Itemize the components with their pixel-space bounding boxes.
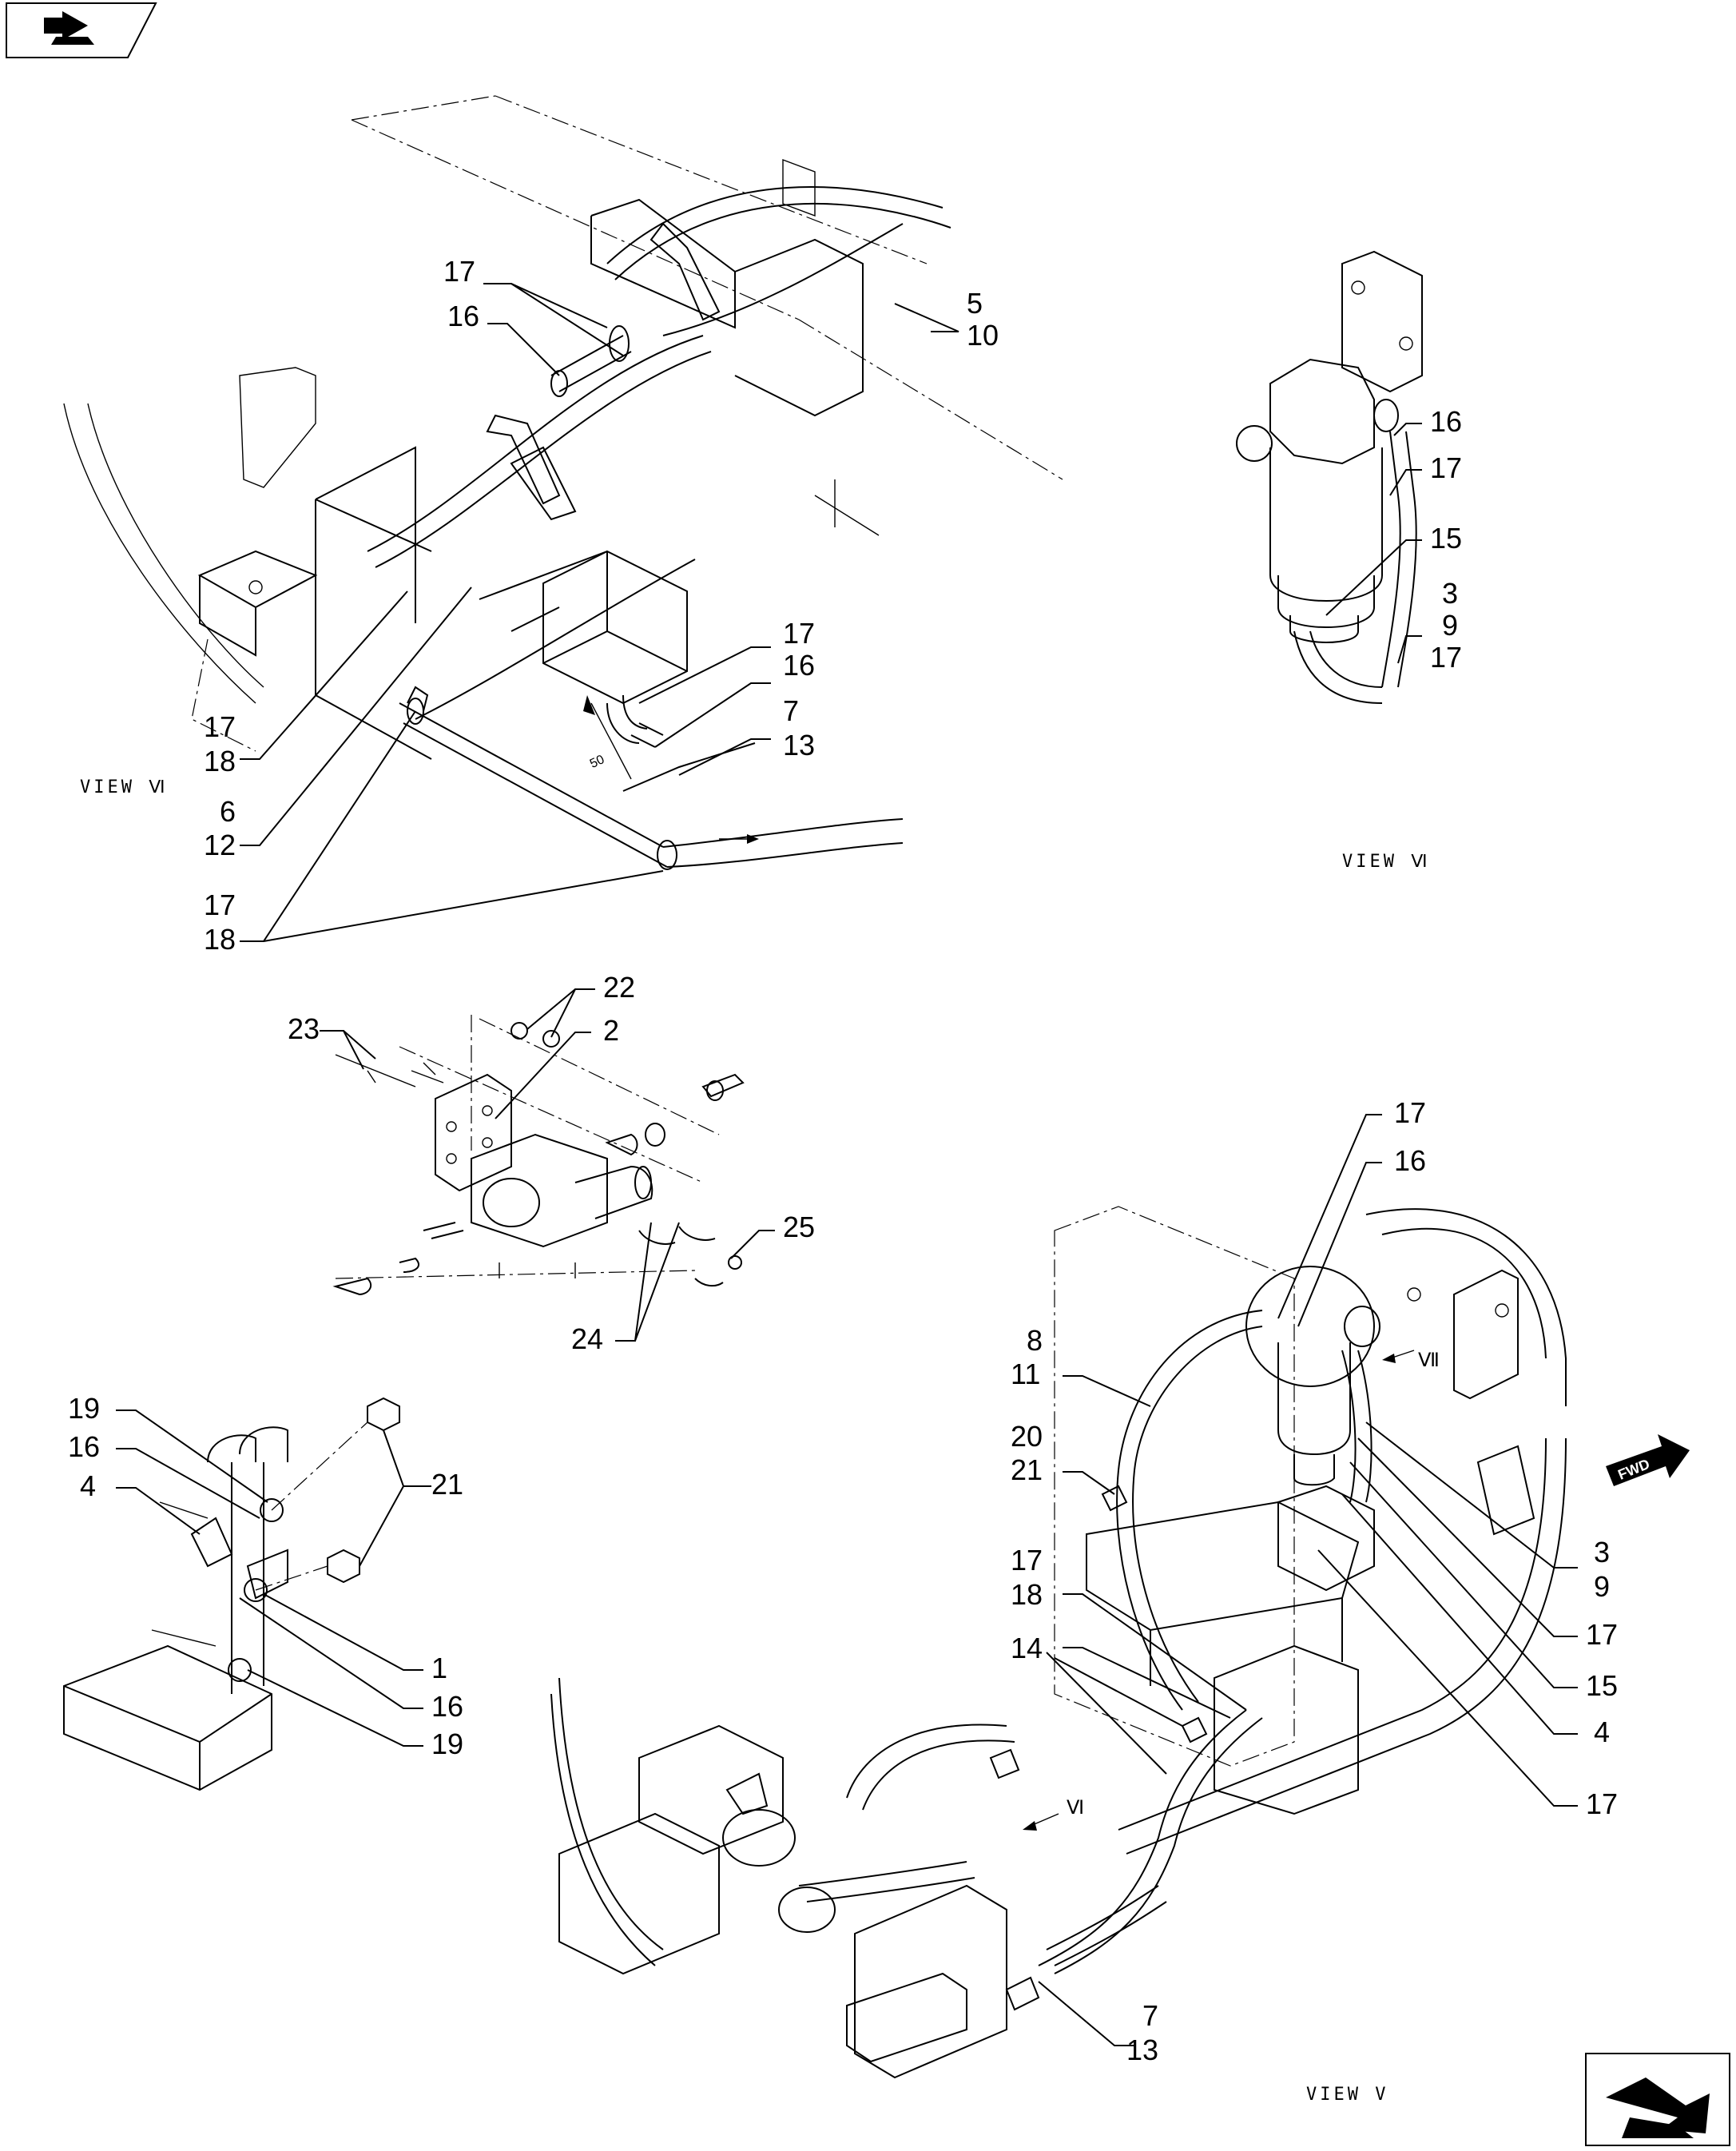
view-bottom-right-drawing: Ⅶ Ⅵ [550,1206,1567,2079]
callout: 18 [1011,1578,1043,1611]
callout: 9 [1594,1570,1610,1603]
view-top-right-drawing [1236,250,1423,704]
dimension-label: 50 [588,753,606,771]
previous-page-arrow-icon[interactable] [6,2,157,58]
callouts-top-left: 17 16 5 10 17 16 7 13 17 18 6 12 17 18 [204,255,999,956]
callout: 19 [68,1392,100,1425]
view-middle-exploded-drawing [332,1015,745,1296]
callout: 13 [783,729,815,761]
callout: 15 [1430,522,1462,555]
callout: 17 [1011,1544,1043,1576]
callout: 18 [204,923,236,956]
callout: 17 [1586,1787,1618,1820]
view-caption-top-left: VIEW Ⅵ [80,777,169,797]
callout: 3 [1594,1536,1610,1569]
callouts-bottom-right: 17 16 8 11 20 21 17 18 14 3 9 17 15 4 17… [1011,1096,1618,2066]
callout: 25 [783,1211,815,1243]
view-caption-top-right: VIEW Ⅵ [1342,852,1431,872]
callout: 16 [447,300,479,332]
callout: 21 [1011,1453,1043,1486]
callout: 2 [603,1014,619,1047]
callout: 14 [1011,1632,1043,1664]
callout: 10 [967,319,999,352]
callout: 17 [204,710,236,743]
callout: 24 [571,1322,603,1355]
callout: 17 [204,889,236,921]
view-bottom-left-drawing [63,1397,400,1791]
leader-lines [116,283,1578,2046]
callout: 7 [1142,1999,1158,2032]
callout: 21 [431,1468,463,1501]
callout: 5 [967,287,983,320]
callout: 20 [1011,1420,1043,1453]
callout: 15 [1586,1669,1618,1702]
callout: 16 [1430,405,1462,438]
callout: 8 [1027,1324,1043,1357]
callout: 17 [783,617,815,650]
callout: 19 [431,1728,463,1760]
callout: 12 [204,829,236,861]
callout: 22 [603,971,635,1004]
callout: 17 [443,255,475,288]
callout: 3 [1442,577,1458,610]
callout: 17 [1430,641,1462,674]
callout: 16 [431,1690,463,1723]
next-page-arrow-icon[interactable] [1585,2053,1730,2146]
callout: 16 [1394,1144,1426,1177]
forward-direction-arrow-icon: FWD [1606,1434,1690,1486]
callouts-top-right: 16 17 15 3 9 17 [1430,405,1462,674]
callout: 4 [1594,1716,1610,1748]
callout: 18 [204,745,236,777]
callout: 16 [783,649,815,682]
callout: 9 [1442,609,1458,642]
view-marker-vii: Ⅶ [1418,1350,1440,1371]
callout: 17 [1430,451,1462,484]
callout: 7 [783,694,799,727]
callout: 16 [68,1430,100,1463]
callout: 11 [1011,1358,1040,1390]
callout: 1 [431,1652,447,1684]
callout: 4 [80,1469,96,1502]
callout: 23 [288,1012,320,1045]
callout: 17 [1586,1618,1618,1651]
callouts-middle: 22 2 23 25 24 [288,971,815,1355]
view-marker-vi: Ⅵ [1067,1797,1084,1819]
view-top-left-drawing: 50 [63,95,1063,870]
view-caption-bottom: VIEW V [1306,2085,1388,2105]
callouts-bottom-left: 19 16 4 21 1 16 19 [68,1392,463,1760]
callout: 17 [1394,1096,1426,1129]
callout: 13 [1126,2034,1158,2066]
callout: 6 [220,795,236,828]
